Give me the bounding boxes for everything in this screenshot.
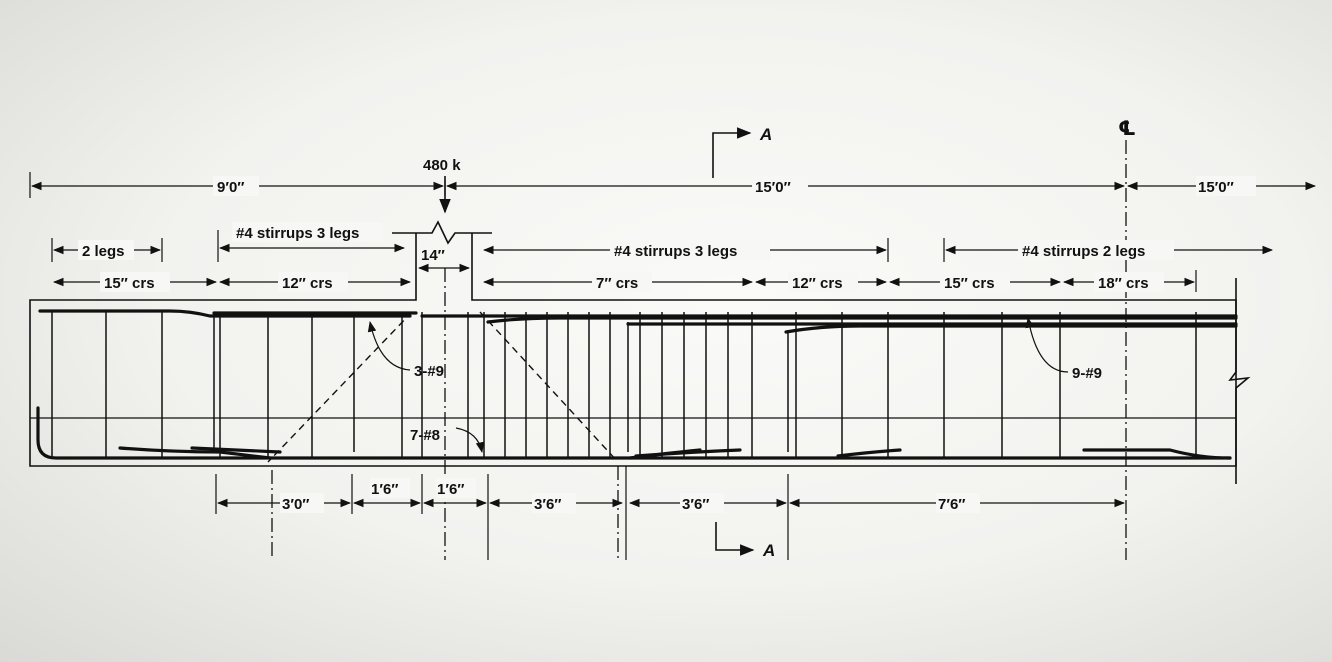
centerline-symbol: ℄ (1118, 118, 1136, 140)
spacing-label-1: 15″ crs (104, 275, 155, 292)
bar-label-top-main: 9-#9 (1072, 365, 1102, 382)
load-label: 480 k (423, 157, 461, 174)
reference-lines (215, 268, 789, 560)
dim-bottom-4: 3′6″ (534, 496, 561, 513)
spacing-label-5: 15″ crs (944, 275, 995, 292)
spacing-label-3: 7″ crs (596, 275, 638, 292)
load-path-diagonals (267, 311, 619, 463)
spacing-label-6: 18″ crs (1098, 275, 1149, 292)
dim-15-0-right: 15′0″ (1198, 179, 1234, 196)
stirrups (51, 312, 1197, 458)
bar-label-top-short: 3-#9 (414, 363, 444, 380)
bar-label-3-9: 3-#9 (367, 320, 444, 380)
dim-bottom-3: 1′6″ (437, 481, 464, 498)
section-cut-top: A (712, 125, 772, 178)
bottom-dimension-chain: 3′0″ 1′6″ 1′6″ 3′6″ 3′6″ 7′6″ (216, 478, 1126, 513)
spacing-dimension-row: 15″ crs 12″ crs 7″ crs 12″ crs 15″ crs 1… (52, 270, 1197, 292)
bar-label-bottom: 7-#8 (410, 427, 440, 444)
dim-bottom-1: 3′0″ (282, 496, 309, 513)
section-label-bottom: A (762, 541, 775, 560)
dim-bottom-2: 1′6″ (371, 481, 398, 498)
bottom-bars (36, 406, 1232, 460)
stirrup-label-4: #4 stirrups 2 legs (1022, 243, 1145, 260)
stirrup-label-3: #4 stirrups 3 legs (614, 243, 737, 260)
stirrup-label-1: 2 legs (82, 243, 125, 260)
column-stub: 14″ (388, 220, 500, 301)
dim-bottom-5: 3′6″ (682, 496, 709, 513)
bar-label-7-8: 7-#8 (410, 427, 485, 454)
stirrup-group-2: #4 stirrups 3 legs (217, 222, 406, 262)
beam-outline (29, 278, 1251, 484)
section-label-top: A (759, 125, 772, 144)
stirrup-group-4: #4 stirrups 2 legs (943, 238, 1274, 262)
section-cut-bottom: A (715, 522, 775, 560)
dim-9-0: 9′0″ (217, 179, 244, 196)
top-dimension-line: 9′0″ 15′0″ 15′0″ (29, 172, 1317, 198)
dim-15-0-mid: 15′0″ (755, 179, 791, 196)
dim-bottom-6: 7′6″ (938, 496, 965, 513)
load-arrow: 480 k (423, 157, 461, 214)
spacing-label-4: 12″ crs (792, 275, 843, 292)
top-bars (38, 309, 1238, 334)
bar-label-9-9: 9-#9 (1025, 316, 1102, 382)
stirrup-label-2: #4 stirrups 3 legs (236, 225, 359, 242)
spacing-label-2: 12″ crs (282, 275, 333, 292)
column-width-label: 14″ (421, 247, 445, 264)
stirrup-group-1: 2 legs (51, 238, 163, 262)
stirrup-group-3: #4 stirrups 3 legs (482, 238, 889, 262)
